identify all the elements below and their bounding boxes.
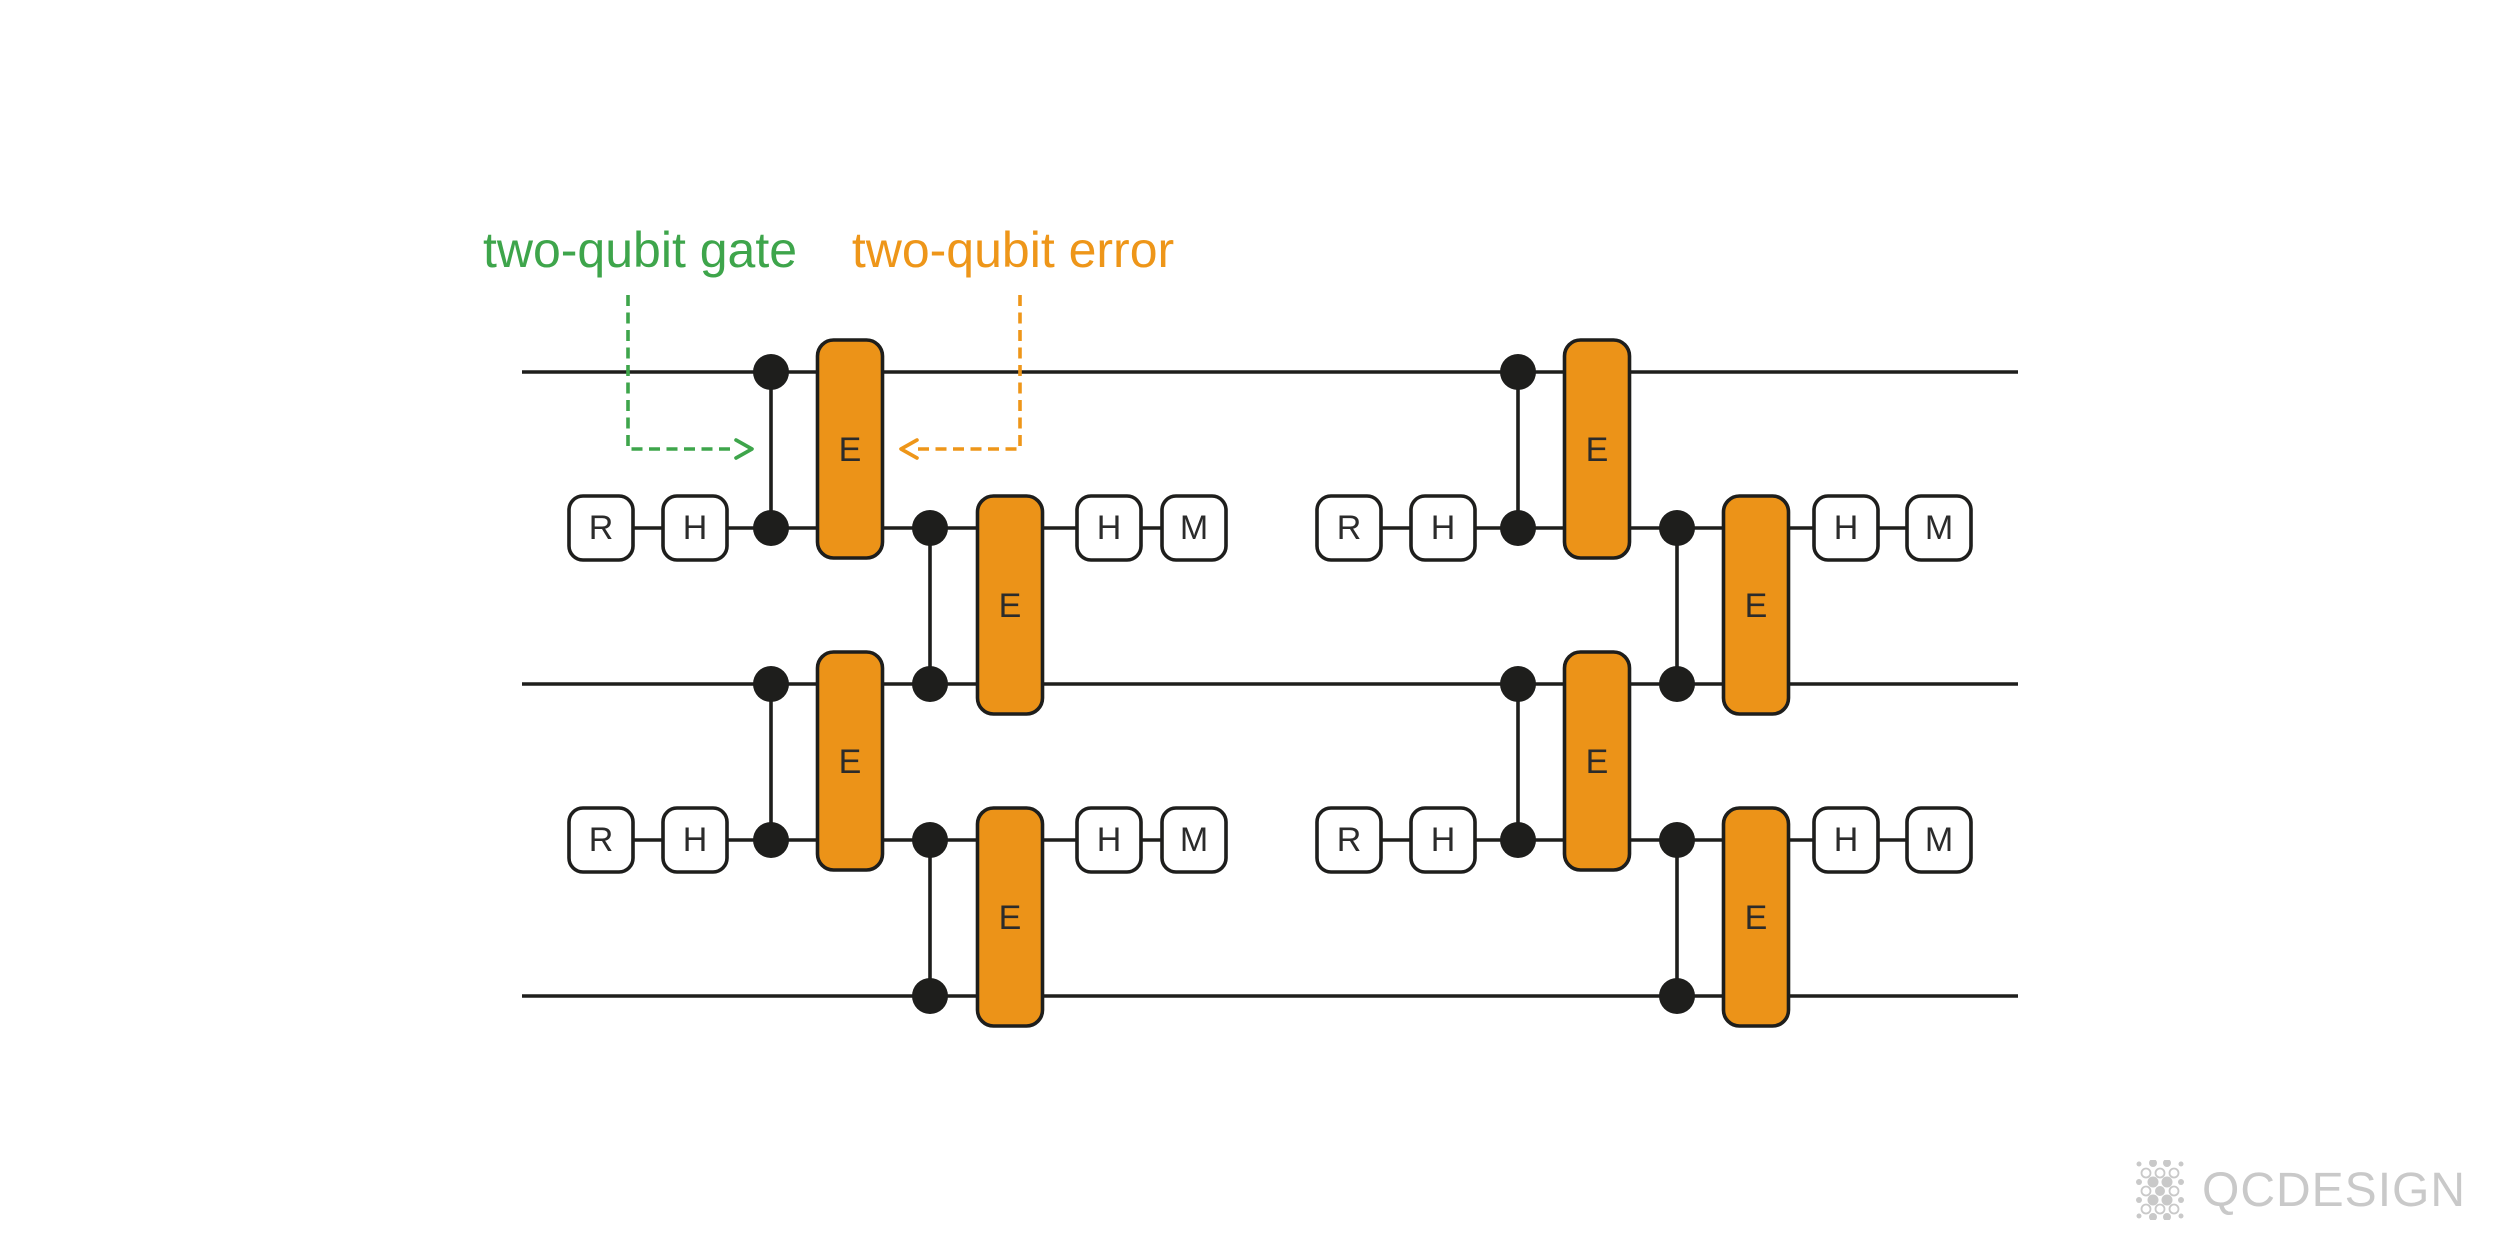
h-gate-letter: H bbox=[1431, 509, 1456, 547]
m-gate-letter: M bbox=[1180, 509, 1208, 547]
error-gate-box bbox=[815, 338, 885, 560]
logo-dot bbox=[2154, 1167, 2166, 1179]
control-dot bbox=[912, 666, 948, 702]
logo-dot bbox=[2178, 1197, 2184, 1203]
h-gate-box bbox=[1075, 806, 1143, 874]
error-gate-letter: E bbox=[1745, 899, 1768, 937]
h-gate-box bbox=[661, 806, 729, 874]
error-gate-letter: E bbox=[1586, 431, 1609, 469]
error-gate-box bbox=[1562, 650, 1632, 872]
control-dot bbox=[912, 510, 948, 546]
error-gate-letter: E bbox=[1745, 587, 1768, 625]
h-gate-letter: H bbox=[1431, 821, 1456, 859]
control-dot bbox=[1659, 822, 1695, 858]
error-gate-box bbox=[975, 494, 1045, 716]
error-gate-box bbox=[815, 650, 885, 872]
two-qubit-error-arrow-head bbox=[899, 438, 919, 460]
h-gate-box bbox=[661, 494, 729, 562]
m-gate-letter: M bbox=[1925, 821, 1953, 859]
logo-dot bbox=[2155, 1186, 2165, 1196]
logo-dot bbox=[2149, 1213, 2157, 1220]
logo-dot bbox=[2140, 1185, 2152, 1197]
h-gate-letter: H bbox=[1834, 821, 1859, 859]
two-qubit-gate-label: two-qubit gate bbox=[482, 222, 798, 278]
m-gate-box bbox=[1160, 494, 1228, 562]
logo-dot bbox=[2136, 1197, 2142, 1203]
error-gate-box bbox=[1721, 806, 1791, 1028]
control-dot bbox=[1659, 510, 1695, 546]
control-dot bbox=[753, 822, 789, 858]
logo-dot bbox=[2168, 1203, 2180, 1215]
logo-dot bbox=[2178, 1179, 2184, 1185]
logo-dot bbox=[2161, 1194, 2173, 1206]
logo-dot bbox=[2147, 1194, 2159, 1206]
r-gate-letter: R bbox=[1337, 821, 1362, 859]
logo-dot bbox=[2136, 1161, 2142, 1167]
m-gate-box bbox=[1160, 806, 1228, 874]
logo-dot bbox=[2147, 1176, 2159, 1188]
qcdesign-logo-icon bbox=[2136, 1160, 2184, 1220]
error-gate-letter: E bbox=[839, 743, 862, 781]
h-gate-letter: H bbox=[683, 509, 708, 547]
m-gate-box bbox=[1905, 806, 1973, 874]
h-gate-box bbox=[1812, 806, 1880, 874]
logo-dot bbox=[2136, 1213, 2142, 1219]
control-dot bbox=[912, 978, 948, 1014]
h-gate-letter: H bbox=[1097, 509, 1122, 547]
h-gate-letter: H bbox=[1097, 821, 1122, 859]
error-gate-box bbox=[975, 806, 1045, 1028]
logo-dot bbox=[2163, 1213, 2171, 1220]
h-gate-box bbox=[1409, 806, 1477, 874]
logo-dot bbox=[2149, 1160, 2157, 1167]
logo-dot bbox=[2154, 1203, 2166, 1215]
h-gate-box bbox=[1075, 494, 1143, 562]
control-dot bbox=[1500, 822, 1536, 858]
r-gate-box bbox=[567, 494, 635, 562]
control-dot bbox=[1500, 510, 1536, 546]
error-gate-letter: E bbox=[839, 431, 862, 469]
logo-dot bbox=[2178, 1213, 2184, 1219]
two-qubit-error-label: two-qubit error bbox=[851, 222, 1175, 278]
r-gate-letter: R bbox=[589, 821, 614, 859]
logo-dot bbox=[2140, 1167, 2152, 1179]
logo-dot bbox=[2163, 1160, 2171, 1167]
r-gate-box bbox=[1315, 806, 1383, 874]
m-gate-letter: M bbox=[1925, 509, 1953, 547]
control-dot bbox=[912, 822, 948, 858]
logo-dot bbox=[2136, 1179, 2142, 1185]
logo-dot bbox=[2168, 1167, 2180, 1179]
qcdesign-logo: QCDESIGN bbox=[2132, 1160, 2466, 1220]
logo-dot bbox=[2178, 1161, 2184, 1167]
control-dot bbox=[1659, 978, 1695, 1014]
control-dot bbox=[1500, 354, 1536, 390]
control-dot bbox=[753, 354, 789, 390]
h-gate-box bbox=[1409, 494, 1477, 562]
error-gate-box bbox=[1721, 494, 1791, 716]
r-gate-letter: R bbox=[589, 509, 614, 547]
control-dot bbox=[1500, 666, 1536, 702]
h-gate-letter: H bbox=[683, 821, 708, 859]
h-gate-letter: H bbox=[1834, 509, 1859, 547]
r-gate-box bbox=[1315, 494, 1383, 562]
m-gate-box bbox=[1905, 494, 1973, 562]
r-gate-box bbox=[567, 806, 635, 874]
logo-dot bbox=[2161, 1176, 2173, 1188]
h-gate-box bbox=[1812, 494, 1880, 562]
two-qubit-gate-arrow-head bbox=[734, 438, 754, 460]
error-gate-letter: E bbox=[1586, 743, 1609, 781]
error-gate-box bbox=[1562, 338, 1632, 560]
error-gate-letter: E bbox=[999, 587, 1022, 625]
control-dot bbox=[753, 510, 789, 546]
control-dot bbox=[1659, 666, 1695, 702]
logo-dot bbox=[2140, 1203, 2152, 1215]
r-gate-letter: R bbox=[1337, 509, 1362, 547]
error-gate-letter: E bbox=[999, 899, 1022, 937]
qcdesign-logo-text: QCDESIGN bbox=[2202, 1163, 2467, 1217]
m-gate-letter: M bbox=[1180, 821, 1208, 859]
control-dot bbox=[753, 666, 789, 702]
logo-dot bbox=[2168, 1185, 2180, 1197]
